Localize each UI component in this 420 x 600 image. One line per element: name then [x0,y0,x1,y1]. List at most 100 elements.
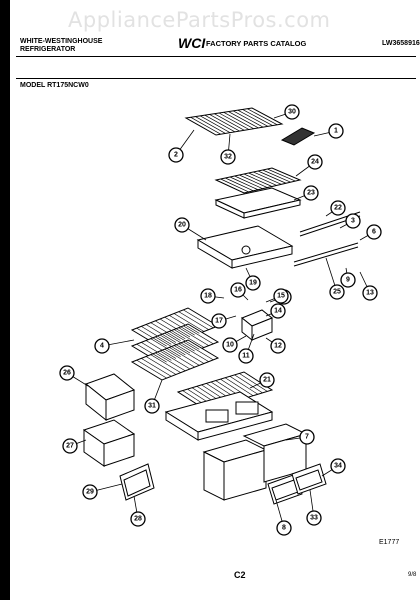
shelf-clip-part [280,127,316,146]
drawer-front-left [267,473,303,505]
model-rule [16,78,416,79]
callout-number: 2 [174,152,178,159]
callout-29: 29 [82,484,98,500]
callout-25: 25 [329,284,345,300]
callout-circle [303,185,319,201]
callout-circle [144,398,160,414]
callout-23: 23 [303,185,319,201]
callout-number: 9 [346,277,350,284]
brand-block: WHITE-WESTINGHOUSE REFRIGERATOR [20,38,102,54]
bin-door-front [119,463,155,501]
page-code: C2 [234,570,246,580]
header-rule [16,56,416,57]
callout-circle [94,338,110,354]
callout-1: 1 [328,123,344,139]
callout-number: 11 [242,353,250,360]
callout-18: 18 [200,288,216,304]
callout-12: 12 [270,338,286,354]
callout-circle [168,147,184,163]
callout-number: 4 [100,343,104,350]
callout-number: 20 [178,222,186,229]
callout-circle [340,272,356,288]
callout-26: 26 [59,365,75,381]
callout-17: 17 [211,313,227,329]
callout-circle [238,348,254,364]
callout-number: 22 [334,205,342,212]
callout-circle [200,288,216,304]
product-type: REFRIGERATOR [20,46,76,53]
callout-circle [270,303,286,319]
catalog-part-number: LW3658916 [382,40,420,47]
callout-circle [259,372,275,388]
crisper-frame [164,391,274,441]
callout-number: 19 [249,280,257,287]
callout-3: 3 [345,213,361,229]
callout-circle [306,510,322,526]
callout-circle [222,337,238,353]
callout-circle [299,429,315,445]
glass-shelf-upper [214,167,302,194]
callout-number: 28 [134,516,142,523]
callout-22: 22 [330,200,346,216]
callout-9: 9 [340,272,356,288]
callout-number: 24 [311,159,319,166]
callout-21: 21 [259,372,275,388]
callout-15: 15 [273,288,289,304]
callout-6: 6 [366,224,382,240]
callout-number: 30 [288,109,296,116]
drawer-front-right [291,463,327,495]
callout-circle [330,200,346,216]
crisper-drawer-right [242,423,308,483]
callout-7: 7 [299,429,315,445]
callout-number: 8 [282,525,286,532]
callout-number: 15 [277,293,285,300]
callout-number: 12 [274,343,282,350]
callout-circle [59,365,75,381]
callout-20: 20 [174,217,190,233]
dairy-bin [82,419,136,467]
callout-number: 18 [204,293,212,300]
callout-30: 30 [284,104,300,120]
shelf-frame-upper [214,187,302,219]
callout-27: 27 [62,438,78,454]
callout-circle [82,484,98,500]
callout-number: 21 [263,377,271,384]
callout-circle [284,104,300,120]
meat-pan-cover [196,225,294,269]
callout-circle [220,149,236,165]
callout-circle [307,154,323,170]
callout-number: 7 [305,434,309,441]
callout-number: 34 [334,463,342,470]
callout-13: 13 [362,285,378,301]
callout-number: 1 [334,128,338,135]
callout-16: 16 [230,282,246,298]
callout-circle [366,224,382,240]
cantilever-shelves [130,307,220,381]
dairy-bin-cover [84,373,136,422]
callout-number: 16 [234,287,242,294]
top-wire-shelf [184,107,284,136]
callout-number: 26 [63,370,71,377]
callout-number: 27 [66,443,74,450]
callout-circle [273,288,289,304]
corner-code: 9/8 [408,572,417,578]
callout-24: 24 [307,154,323,170]
callout-circle [230,282,246,298]
callout-28: 28 [130,511,146,527]
exploded-parts-diagram: 1234567891011121314151617181920212223242… [59,104,382,536]
callout-14: 14 [270,303,286,319]
parts-catalog-page: AppliancePartsPros.com WHITE-WESTINGHOUS… [10,0,420,600]
callout-circle [211,313,227,329]
callout-4: 4 [94,338,110,354]
callout-31: 31 [144,398,160,414]
callout-number: 31 [148,403,156,410]
crisper-drawer-left [202,439,268,501]
callout-number: 32 [224,154,232,161]
callout-number: 23 [307,190,315,197]
callout-32: 32 [220,149,236,165]
logo-text: WCI [178,35,206,51]
callout-circle [329,284,345,300]
callout-number: 17 [215,318,223,325]
callout-number: 33 [310,515,318,522]
callout-33: 33 [306,510,322,526]
